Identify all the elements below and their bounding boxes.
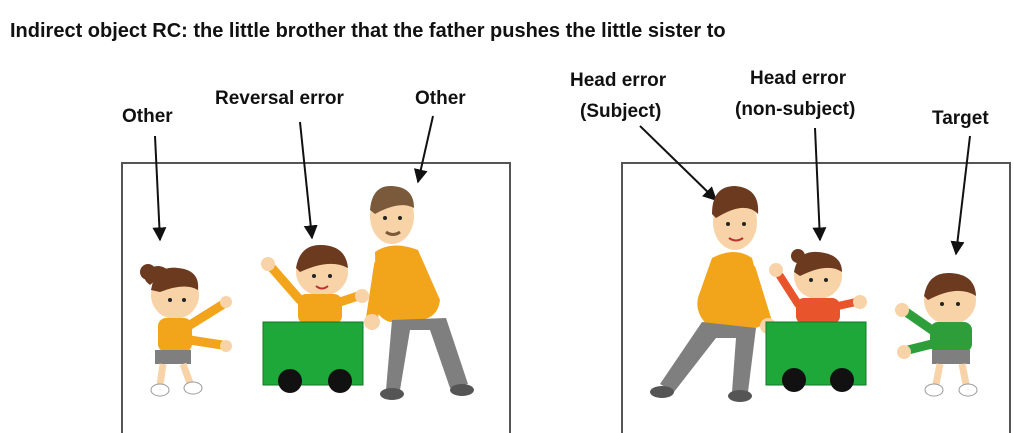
- little-brother-figure-target: [895, 273, 977, 396]
- left-panel: Other Reversal error Other: [122, 88, 510, 433]
- arrow-other-right: [418, 116, 433, 182]
- label-other-right: Other: [415, 88, 466, 109]
- arrow-reversal: [300, 122, 312, 238]
- little-brother-figure-left: [261, 245, 369, 324]
- right-panel: Head error (Subject) Head error (non-sub…: [570, 68, 1010, 433]
- cart-left: [263, 322, 363, 393]
- title: Indirect object RC: the little brother t…: [10, 20, 726, 42]
- label-head-error-subject-line1: Head error: [570, 70, 667, 91]
- little-sister-figure-left: [140, 264, 232, 396]
- label-reversal-error: Reversal error: [215, 88, 344, 109]
- father-figure-left: [364, 186, 474, 400]
- arrow-other-left: [155, 136, 160, 240]
- cart-right: [766, 322, 866, 392]
- arrow-head-error-nonsubject: [815, 128, 820, 240]
- label-head-error-nonsubject-line2: (non-subject): [735, 99, 855, 120]
- father-figure-right: [650, 186, 776, 402]
- label-other-left: Other: [122, 106, 173, 127]
- label-head-error-subject-line2: (Subject): [580, 101, 661, 122]
- label-target: Target: [932, 108, 989, 129]
- label-head-error-nonsubject-line1: Head error: [750, 68, 847, 89]
- little-sister-figure-right: [769, 249, 867, 324]
- arrow-target: [956, 136, 970, 254]
